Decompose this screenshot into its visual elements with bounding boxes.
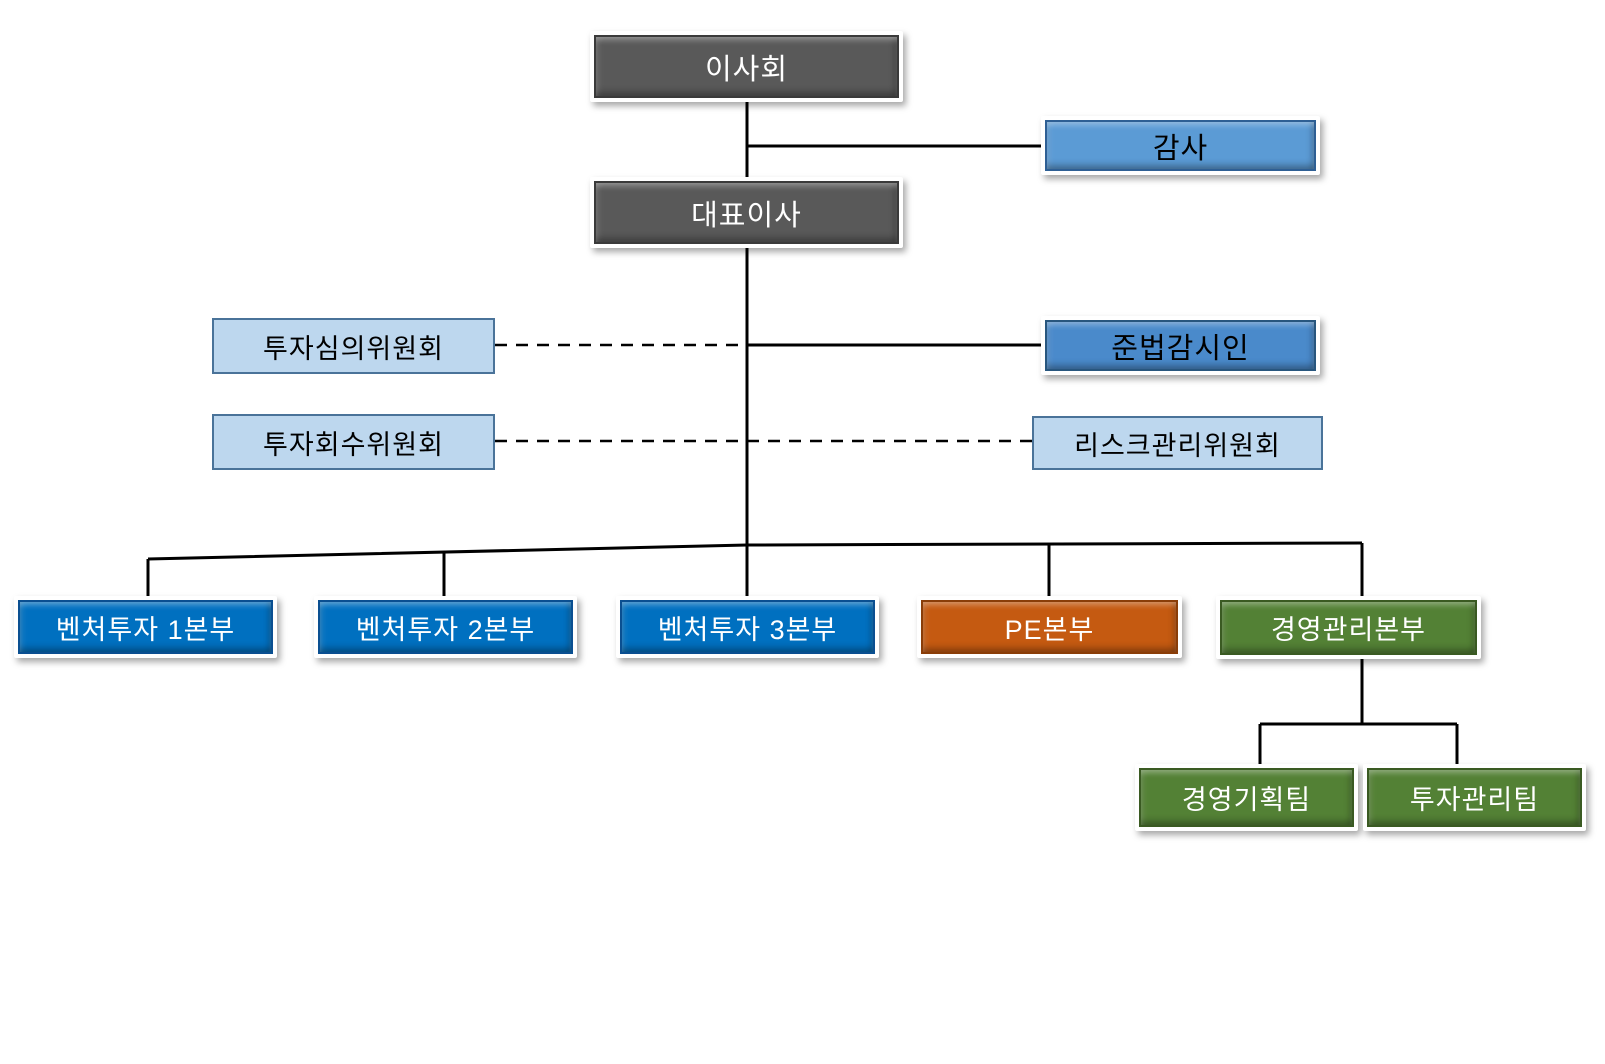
node-venture-division-2: 벤처투자 2본부 — [314, 596, 577, 658]
node-management-planning-team: 경영기획팀 — [1135, 764, 1358, 831]
node-board-of-directors: 이사회 — [590, 31, 903, 102]
node-auditor: 감사 — [1041, 116, 1320, 175]
node-venture-division-3: 벤처투자 3본부 — [616, 596, 879, 658]
node-compliance-officer: 준법감시인 — [1041, 316, 1320, 375]
node-management-division: 경영관리본부 — [1216, 596, 1481, 659]
node-ceo: 대표이사 — [590, 177, 903, 248]
node-investment-review-committee: 투자심의위원회 — [212, 318, 495, 374]
node-pe-division: PE본부 — [917, 596, 1182, 658]
node-risk-management-committee: 리스크관리위원회 — [1032, 416, 1323, 470]
node-venture-division-1: 벤처투자 1본부 — [14, 596, 277, 658]
node-investment-exit-committee: 투자회수위원회 — [212, 414, 495, 470]
node-investment-management-team: 투자관리팀 — [1363, 764, 1586, 831]
edge-division-rake — [147, 541, 1363, 561]
